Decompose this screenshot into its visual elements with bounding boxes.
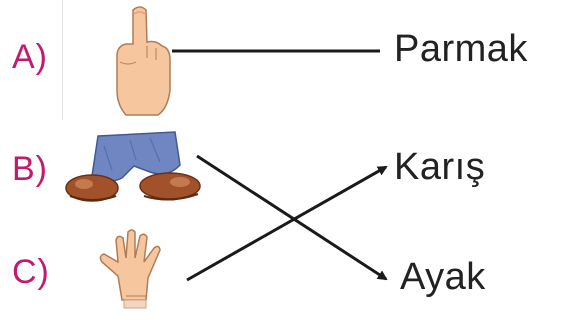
margin-rule	[62, 0, 63, 120]
option-letter-c: C)	[12, 253, 50, 291]
option-letter-a: A)	[12, 38, 48, 76]
arrow-c-karis	[186, 165, 388, 282]
feet-icon	[65, 131, 201, 202]
pointing-finger-icon	[116, 6, 171, 116]
open-hand-icon	[99, 229, 161, 309]
word-karis: Karış	[394, 146, 486, 188]
word-ayak: Ayak	[400, 256, 486, 298]
word-parmak: Parmak	[394, 28, 528, 70]
arrow-b-ayak	[196, 154, 388, 281]
option-letter-b: B)	[12, 150, 48, 188]
